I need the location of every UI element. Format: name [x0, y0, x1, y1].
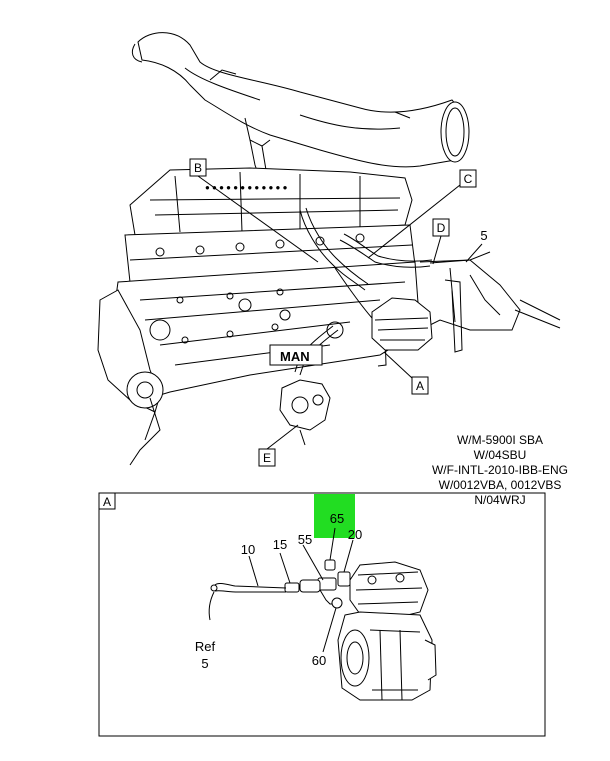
callout-a-label: A: [416, 379, 424, 393]
part-55-label: 55: [298, 532, 312, 547]
note-line: W/0012VBA, 0012VBS: [438, 478, 562, 492]
engine-block: ● ● ● ● ● ● ● ● ● ● ● ●: [97, 167, 561, 466]
detail-leaders: [248, 527, 354, 653]
callout-b-label: B: [194, 161, 202, 175]
callout-e-label: E: [263, 451, 271, 465]
note-line: N/04WRJ: [474, 493, 526, 507]
callout-e[interactable]: E: [258, 424, 299, 467]
detail-compressor: [337, 561, 437, 701]
part-15-label: 15: [273, 537, 287, 552]
detail-hose: [208, 582, 287, 621]
part-20-label: 20: [348, 527, 362, 542]
engine-illustration: ● ● ● ● ● ● ● ● ● ● ● ●: [97, 32, 561, 466]
engine-logo-text: MAN: [280, 349, 310, 364]
detail-view-a: A: [98, 492, 546, 737]
callout-a[interactable]: A: [383, 351, 429, 395]
ref-word-label: Ref: [195, 639, 216, 654]
callout-5-top-label: 5: [480, 228, 487, 243]
callout-b[interactable]: B: [189, 158, 319, 263]
callout-c[interactable]: C: [367, 169, 477, 259]
detail-frame-label: A: [103, 495, 111, 509]
applicability-note: W/M-5900I SBA W/04SBU W/F-INTL-2010-IBB-…: [420, 433, 580, 508]
note-line: W/M-5900I SBA: [456, 433, 544, 447]
note-line: W/F-INTL-2010-IBB-ENG: [431, 463, 569, 477]
callout-d[interactable]: D: [432, 218, 450, 265]
valve-assembly: [279, 379, 331, 446]
svg-text:● ● ● ● ● ● ● ● ● ● ● ●: ● ● ● ● ● ● ● ● ● ● ● ●: [205, 183, 288, 192]
note-line: W/04SBU: [473, 448, 527, 462]
part-65-label: 65: [330, 511, 344, 526]
engine-air-compressor: [371, 297, 433, 351]
part-60-label: 60: [312, 653, 326, 668]
part-10-label: 10: [241, 542, 255, 557]
intake-tube: [131, 32, 470, 191]
callout-c-label: C: [464, 172, 473, 186]
callout-d-label: D: [437, 221, 446, 235]
detail-fittings: [284, 559, 351, 609]
ref-number-label: 5: [201, 656, 208, 671]
callout-5-top[interactable]: 5: [465, 228, 488, 263]
